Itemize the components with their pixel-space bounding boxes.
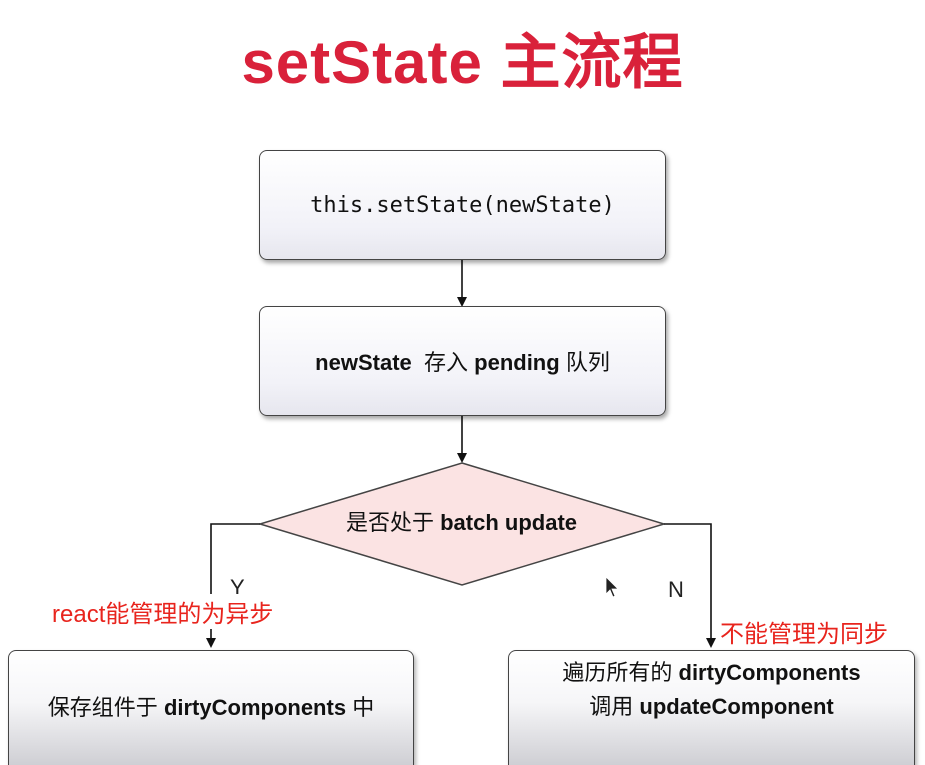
node-iterate-line-1: 遍历所有的 dirtyComponents [509, 656, 914, 690]
node-save-label: 保存组件于 dirtyComponents 中 [9, 690, 413, 722]
page-title: setState 主流程 [241, 29, 684, 96]
text-new-state: newState [315, 350, 412, 375]
text-store-in: 存入 [424, 350, 469, 375]
node-iterate-label: 遍历所有的 dirtyComponents 调用 updateComponent [509, 656, 914, 724]
node-pending-label: newState 存入 pending 队列 [315, 345, 610, 377]
decision-label: 是否处于 batch update [258, 506, 665, 540]
text-pending: pending [474, 350, 560, 375]
node-iterate-line-2: 调用 updateComponent [509, 690, 914, 724]
text-queue: 队列 [565, 350, 610, 375]
text-iterate-all: 遍历所有的 [562, 660, 673, 685]
text-call: 调用 [589, 694, 634, 719]
text-update-component: updateComponent [639, 694, 834, 719]
node-set-state: this.setState(newState) [259, 150, 666, 260]
text-whether-in: 是否处于 [345, 510, 434, 535]
decision-diamond [257, 462, 667, 586]
node-pending-queue: newState 存入 pending 队列 [259, 306, 666, 416]
node-save-dirty-components: 保存组件于 dirtyComponents 中 [8, 650, 414, 765]
arrow-no-branch [664, 523, 716, 648]
text-save-component: 保存组件于 [47, 695, 158, 720]
annotation-sync: 不能管理为同步 [718, 614, 890, 649]
annotation-async: react能管理的为异步 [50, 594, 276, 629]
text-batch-update: batch update [440, 510, 578, 535]
node-set-state-label: this.setState(newState) [310, 192, 615, 218]
edge-label-yes: Y [230, 575, 245, 600]
edge-label-no: N [668, 577, 684, 602]
text-dirty-components-2: dirtyComponents [678, 660, 861, 685]
text-dirty-components: dirtyComponents [163, 695, 347, 720]
text-in: 中 [352, 695, 375, 720]
node-iterate-dirty-components: 遍历所有的 dirtyComponents 调用 updateComponent [508, 650, 915, 765]
mouse-cursor-icon [605, 576, 619, 598]
